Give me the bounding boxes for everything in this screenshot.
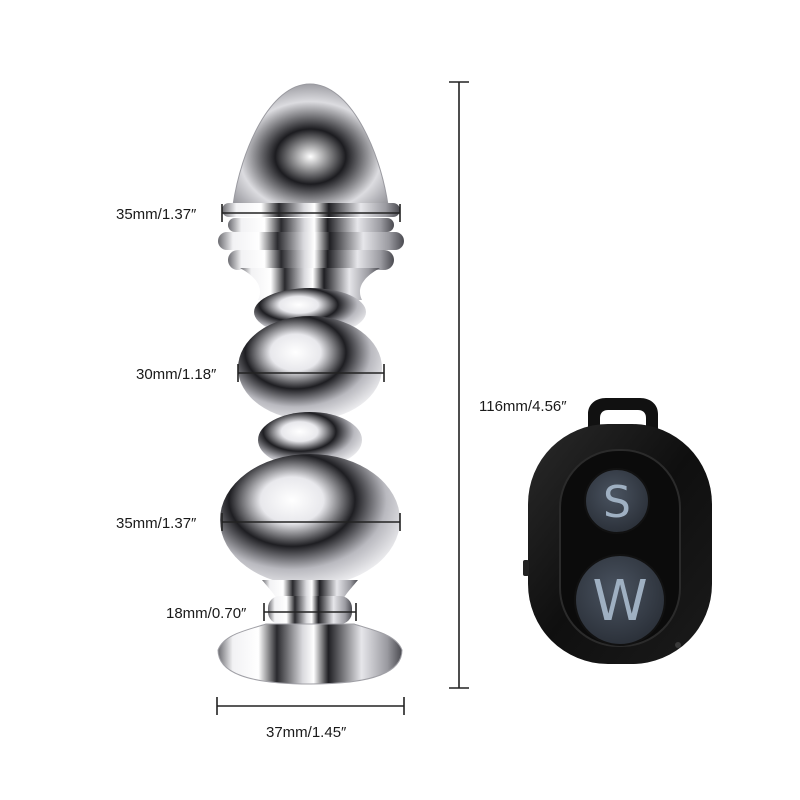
plug-bead-small <box>258 412 362 468</box>
plug-neck <box>240 268 380 300</box>
remote-button-w-label: W <box>592 569 647 634</box>
metal-plug-illustration <box>217 83 404 685</box>
plug-ring <box>228 218 394 232</box>
remote-lanyard-loop <box>588 398 658 432</box>
remote-control: S W <box>523 398 712 664</box>
label-middle-width: 30mm/1.18″ <box>136 366 217 383</box>
remote-side-switch <box>523 560 529 576</box>
plug-bead-large <box>220 454 400 586</box>
label-total-length: 116mm/4.56″ <box>479 398 567 415</box>
plug-bead-middle <box>238 316 382 420</box>
label-neck-width: 18mm/0.70″ <box>166 605 247 622</box>
plug-neck-ring <box>268 596 352 624</box>
plug-tip <box>232 83 389 206</box>
remote-button-s-label: S <box>603 477 631 528</box>
remote-button-s[interactable] <box>584 468 650 534</box>
dimension-lines <box>216 81 469 715</box>
remote-button-w[interactable] <box>574 554 666 646</box>
plug-ring <box>228 250 394 270</box>
plug-ring <box>222 203 400 217</box>
label-base-width: 37mm/1.45″ <box>266 724 347 741</box>
plug-ring <box>218 232 404 250</box>
label-top-width: 35mm/1.37″ <box>116 206 197 223</box>
remote-indicator-led <box>675 642 681 648</box>
label-lower-width: 35mm/1.37″ <box>116 515 197 532</box>
plug-base <box>217 623 403 685</box>
